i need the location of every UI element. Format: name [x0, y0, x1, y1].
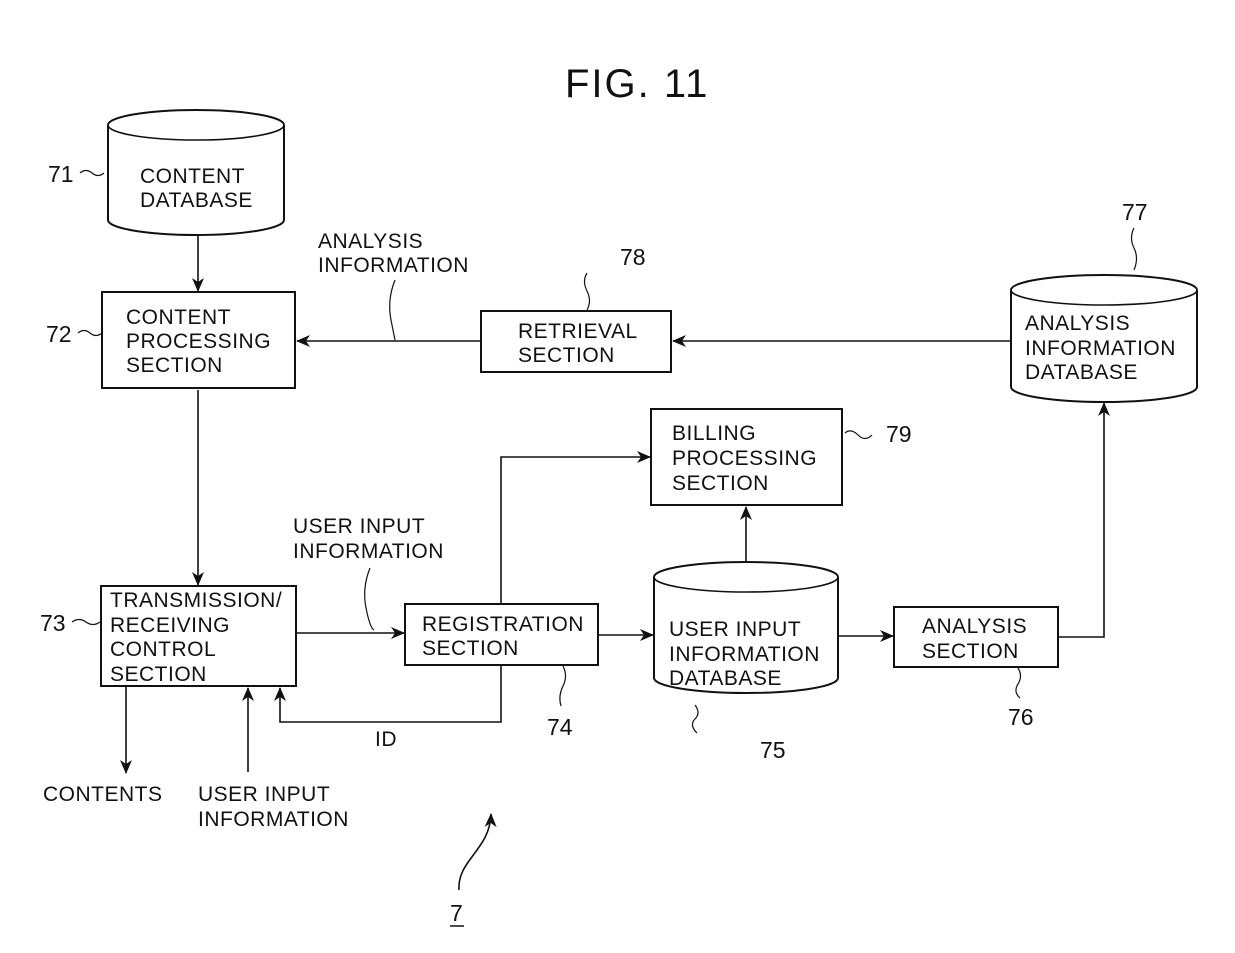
- arrow-analysis-to-analysis-db: [1059, 402, 1110, 638]
- node-label-line: ANALYSIS: [1025, 312, 1130, 335]
- ref-number-75: 75: [760, 737, 786, 763]
- analysis-information-database-node: ANALYSIS INFORMATION DATABASE: [1010, 274, 1198, 403]
- registration-section-node: REGISTRATION SECTION: [404, 603, 599, 666]
- node-label-line: BILLING: [672, 422, 756, 445]
- leader-line: [1015, 667, 1022, 699]
- figure-title: FIG. 11: [565, 62, 709, 106]
- leader-line: [79, 169, 105, 177]
- node-label-line: RETRIEVAL: [518, 320, 638, 343]
- leader-line: [364, 567, 375, 631]
- figure-ref-arrow: [458, 813, 497, 891]
- node-label-line: RECEIVING: [110, 614, 230, 637]
- cylinder-top-rim: [107, 124, 285, 141]
- node-label-line: INFORMATION: [669, 643, 820, 666]
- retrieval-section-node: RETRIEVAL SECTION: [480, 310, 672, 373]
- node-label-line: CONTENT: [126, 306, 231, 329]
- node-label-line: USER INPUT: [669, 618, 801, 641]
- node-label-line: CONTROL: [110, 638, 216, 661]
- ref-number-77: 77: [1122, 199, 1148, 225]
- node-box: [893, 606, 1059, 668]
- billing-processing-node: BILLING PROCESSING SECTION: [650, 408, 843, 506]
- node-box: [480, 310, 672, 373]
- node-box: [650, 408, 843, 506]
- node-box: [101, 291, 296, 389]
- leader-line: [77, 329, 103, 337]
- node-label-line: PROCESSING: [672, 447, 817, 470]
- transmission-receiving-control-node: TRANSMISSION/ RECEIVING CONTROL SECTION: [100, 585, 297, 687]
- ref-number-73: 73: [40, 610, 66, 636]
- content-processing-node: CONTENT PROCESSING SECTION: [101, 291, 296, 389]
- edge-label-id: ID: [375, 728, 397, 751]
- node-label-line: SECTION: [422, 637, 519, 660]
- edge-label-line: USER INPUT: [293, 515, 425, 538]
- cylinder-body: [653, 561, 839, 694]
- leader-line: [1130, 227, 1138, 271]
- node-label-line: PROCESSING: [126, 330, 271, 353]
- node-label-line: INFORMATION: [1025, 337, 1176, 360]
- content-database-node: CONTENT DATABASE: [107, 109, 285, 236]
- node-label-line: SECTION: [672, 472, 769, 495]
- leader-line: [389, 279, 396, 341]
- ref-number-76: 76: [1008, 704, 1034, 730]
- cylinder-body: [1010, 274, 1198, 403]
- node-label-line: ANALYSIS: [922, 615, 1027, 638]
- edge-label-line: INFORMATION: [293, 540, 444, 563]
- edge-label-contents: CONTENTS: [43, 783, 163, 806]
- node-label-line: DATABASE: [669, 667, 782, 690]
- node-label-line: DATABASE: [140, 189, 253, 212]
- leader-line: [691, 704, 699, 734]
- cylinder-top-rim: [1010, 289, 1198, 306]
- node-label-line: TRANSMISSION/: [110, 589, 282, 612]
- ref-number-78: 78: [620, 244, 646, 270]
- ref-number-79: 79: [886, 421, 912, 447]
- arrow-registration-to-billing: [500, 451, 651, 603]
- ref-number-71: 71: [48, 161, 74, 187]
- arrow-registration-id-to-transmission: [274, 666, 502, 723]
- node-label-line: SECTION: [518, 344, 615, 367]
- node-box: [100, 585, 297, 687]
- leader-line: [559, 665, 567, 707]
- edge-label-line: INFORMATION: [198, 808, 349, 831]
- leader-line: [71, 618, 101, 626]
- cylinder-body: [107, 109, 285, 236]
- node-box: [404, 603, 599, 666]
- ref-number-74: 74: [547, 714, 573, 740]
- ref-number-72: 72: [46, 321, 72, 347]
- figure-ref-number: 7: [450, 900, 463, 926]
- node-label-line: CONTENT: [140, 165, 245, 188]
- cylinder-top-rim: [653, 576, 839, 593]
- node-label-line: SECTION: [922, 640, 1019, 663]
- node-label-line: SECTION: [126, 354, 223, 377]
- leader-line: [844, 430, 873, 440]
- edge-label-line: INFORMATION: [318, 254, 469, 277]
- user-input-information-database-node: USER INPUT INFORMATION DATABASE: [653, 561, 839, 694]
- edge-label-line: ANALYSIS: [318, 230, 423, 253]
- analysis-section-node: ANALYSIS SECTION: [893, 606, 1059, 668]
- edge-label-line: USER INPUT: [198, 783, 330, 806]
- node-label-line: SECTION: [110, 663, 207, 686]
- node-label-line: DATABASE: [1025, 361, 1138, 384]
- leader-line: [583, 272, 591, 311]
- node-label-line: REGISTRATION: [422, 613, 584, 636]
